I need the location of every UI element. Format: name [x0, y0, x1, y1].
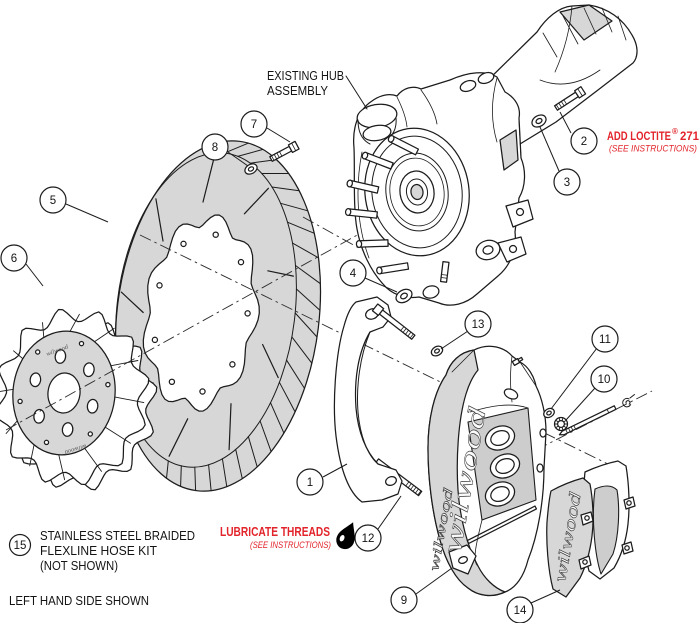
callout-4: 4 [339, 259, 398, 293]
svg-text:ASSEMBLY: ASSEMBLY [267, 83, 328, 98]
svg-text:5: 5 [50, 195, 56, 207]
callout-9: 9 [390, 567, 453, 614]
hub-flange [364, 127, 470, 257]
callout-5: 5 [39, 186, 109, 223]
flexline-hose-note: STAINLESS STEEL BRAIDED FLEXLINE HOSE KI… [40, 528, 195, 573]
svg-text:EXISTING HUB: EXISTING HUB [267, 68, 344, 83]
svg-text:10: 10 [598, 374, 611, 386]
retainer-nut [553, 416, 569, 432]
svg-text:7: 7 [251, 119, 257, 131]
svg-text:6: 6 [11, 253, 17, 265]
brake-caliper: wilwood wilwood [427, 345, 547, 597]
bleed-screw [511, 356, 524, 367]
callout-6: 6 [0, 244, 44, 287]
svg-text:ADD LOCTITE: ADD LOCTITE [607, 129, 671, 143]
svg-text:15: 15 [14, 540, 27, 552]
svg-text:(SEE INSTRUCTIONS): (SEE INSTRUCTIONS) [250, 540, 331, 551]
wheel-studs [344, 134, 420, 275]
callout-10: 10 [565, 365, 618, 421]
svg-text:LUBRICATE THREADS: LUBRICATE THREADS [220, 524, 330, 539]
lubricant-drop-icon [336, 522, 355, 550]
svg-text:13: 13 [472, 319, 485, 331]
hardware-bolts-washers [244, 86, 587, 419]
svg-text:11: 11 [599, 334, 611, 346]
callout-14: 14 [506, 589, 561, 623]
callout-13: 13 [440, 310, 492, 350]
svg-text:14: 14 [514, 605, 527, 617]
callout-1: 1 [296, 463, 348, 496]
add-loctite-note: ADD LOCTITE ® 271 (SEE INSTRUCTIONS) [607, 127, 699, 155]
existing-hub-assembly-label: EXISTING HUB ASSEMBLY [267, 68, 368, 110]
svg-text:(SEE INSTRUCTIONS): (SEE INSTRUCTIONS) [609, 144, 697, 155]
caliper-mounting-bracket [333, 296, 403, 503]
svg-text:12: 12 [362, 533, 375, 545]
callout-7: 7 [240, 110, 291, 143]
svg-text:8: 8 [212, 142, 218, 154]
caliper-piston-bores [484, 425, 521, 507]
existing-hub-assembly [344, 4, 638, 306]
callout-3: 3 [539, 126, 581, 196]
pad-retainer-pin [558, 394, 635, 436]
lubricate-threads-note: LUBRICATE THREADS (SEE INSTRUCTIONS) [220, 522, 355, 551]
svg-text:FLEXLINE HOSE KIT: FLEXLINE HOSE KIT [40, 543, 157, 558]
svg-text:2: 2 [581, 136, 587, 148]
callout-15: 15 [8, 533, 32, 557]
brake-rotor [114, 140, 322, 492]
svg-text:1: 1 [307, 477, 313, 489]
svg-text:9: 9 [401, 595, 407, 607]
svg-text:271: 271 [680, 129, 699, 143]
brake-pads: wilwood [546, 460, 636, 598]
svg-text:3: 3 [564, 177, 570, 189]
e-clip [622, 394, 635, 408]
svg-text:STAINLESS STEEL BRAIDED: STAINLESS STEEL BRAIDED [40, 528, 195, 543]
svg-text:(NOT SHOWN): (NOT SHOWN) [40, 558, 118, 573]
callout-2: 2 [559, 111, 598, 155]
callout-8: 8 [201, 133, 249, 167]
callout-11: 11 [550, 325, 619, 410]
svg-text:4: 4 [350, 268, 357, 280]
rotor-hat [0, 308, 158, 491]
callout-12: 12 [354, 495, 402, 552]
svg-text:®: ® [672, 127, 678, 136]
side-note: LEFT HAND SIDE SHOWN [9, 593, 149, 608]
